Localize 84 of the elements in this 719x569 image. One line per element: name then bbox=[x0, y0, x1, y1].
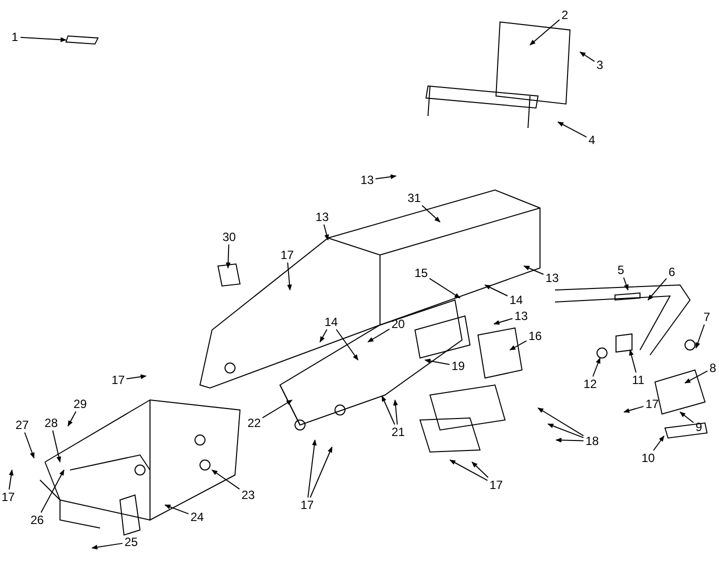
leader-line bbox=[530, 19, 560, 46]
leader-line bbox=[680, 412, 694, 424]
callout-number: 8 bbox=[708, 362, 718, 374]
leader-line bbox=[472, 462, 489, 478]
leader-line bbox=[484, 284, 508, 296]
leader-line bbox=[367, 328, 390, 342]
callout-number: 14 bbox=[324, 316, 339, 328]
callout-number: 10 bbox=[640, 452, 656, 464]
leader-line bbox=[429, 278, 460, 298]
leader-line bbox=[493, 318, 513, 325]
callout-number: 17 bbox=[300, 498, 315, 512]
leader-line bbox=[226, 244, 231, 269]
callout-number: 23 bbox=[240, 488, 256, 502]
callout-number: 7 bbox=[702, 310, 712, 324]
leader-line bbox=[652, 436, 664, 451]
callout-number: 5 bbox=[616, 264, 626, 276]
callout-number: 17 bbox=[280, 248, 295, 262]
callout-number: 17 bbox=[644, 398, 660, 410]
leader-line bbox=[310, 446, 332, 498]
callout-number: 17 bbox=[488, 478, 504, 492]
leader-line bbox=[538, 408, 584, 436]
leader-line bbox=[684, 370, 708, 384]
callout-number: 29 bbox=[72, 398, 88, 410]
callout-number: 4 bbox=[588, 134, 596, 146]
leader-line bbox=[557, 122, 587, 138]
leader-line bbox=[320, 329, 328, 343]
leader-line bbox=[523, 266, 544, 275]
callout-number: 17 bbox=[110, 374, 126, 386]
leader-line bbox=[648, 278, 667, 300]
leader-line bbox=[422, 205, 440, 222]
callout-number: 6 bbox=[668, 266, 676, 278]
callout-number: 21 bbox=[390, 426, 406, 438]
leader-line bbox=[323, 224, 329, 241]
leader-line bbox=[580, 52, 595, 62]
callout-number: 14 bbox=[508, 294, 524, 306]
callout-number: 13 bbox=[360, 174, 375, 186]
callout-number: 24 bbox=[190, 510, 205, 524]
callout-number: 13 bbox=[314, 210, 330, 224]
leader-line bbox=[40, 469, 64, 513]
leader-line bbox=[424, 358, 450, 365]
callout-number: 22 bbox=[246, 416, 262, 430]
leader-line bbox=[547, 424, 584, 438]
callout-number: 18 bbox=[584, 434, 600, 448]
callout-number: 12 bbox=[582, 378, 598, 390]
leader-line bbox=[212, 470, 240, 490]
callout-number: 13 bbox=[544, 272, 560, 284]
callout-number: 2 bbox=[560, 8, 570, 22]
leader-line bbox=[393, 399, 398, 425]
callout-number: 26 bbox=[30, 514, 45, 526]
callout-number: 28 bbox=[44, 416, 59, 430]
leader-line bbox=[623, 406, 644, 413]
leader-line bbox=[509, 340, 527, 350]
callout-number: 17 bbox=[0, 490, 16, 504]
leader-line bbox=[629, 349, 636, 373]
leader-line bbox=[696, 324, 705, 349]
callout-number: 25 bbox=[124, 536, 139, 548]
leader-line bbox=[382, 395, 396, 425]
leader-line bbox=[623, 277, 628, 291]
leader-line bbox=[592, 357, 600, 377]
callout-number: 27 bbox=[14, 418, 30, 432]
leader-line bbox=[126, 374, 147, 380]
leader-line bbox=[375, 174, 397, 180]
leader-line bbox=[20, 36, 67, 42]
callout-number: 15 bbox=[414, 266, 429, 280]
leader-line bbox=[262, 400, 293, 418]
leader-line bbox=[336, 329, 358, 360]
leader-line bbox=[8, 469, 14, 490]
leader-line bbox=[287, 262, 292, 291]
leader-line bbox=[555, 438, 584, 443]
leader-line bbox=[91, 542, 123, 550]
leader-line bbox=[68, 411, 76, 427]
leader-line bbox=[307, 439, 317, 498]
leader-line bbox=[24, 432, 34, 459]
callout-number: 11 bbox=[631, 374, 646, 386]
callout-number: 31 bbox=[406, 192, 422, 204]
leader-line bbox=[52, 430, 62, 463]
callout-number: 19 bbox=[450, 360, 466, 372]
callout-number: 16 bbox=[528, 330, 543, 342]
leader-line bbox=[449, 460, 488, 481]
callout-number: 1 bbox=[10, 30, 20, 44]
callout-number: 3 bbox=[596, 58, 604, 72]
callout-number: 30 bbox=[222, 230, 237, 244]
leader-line bbox=[164, 504, 189, 514]
callout-number: 13 bbox=[514, 310, 529, 322]
